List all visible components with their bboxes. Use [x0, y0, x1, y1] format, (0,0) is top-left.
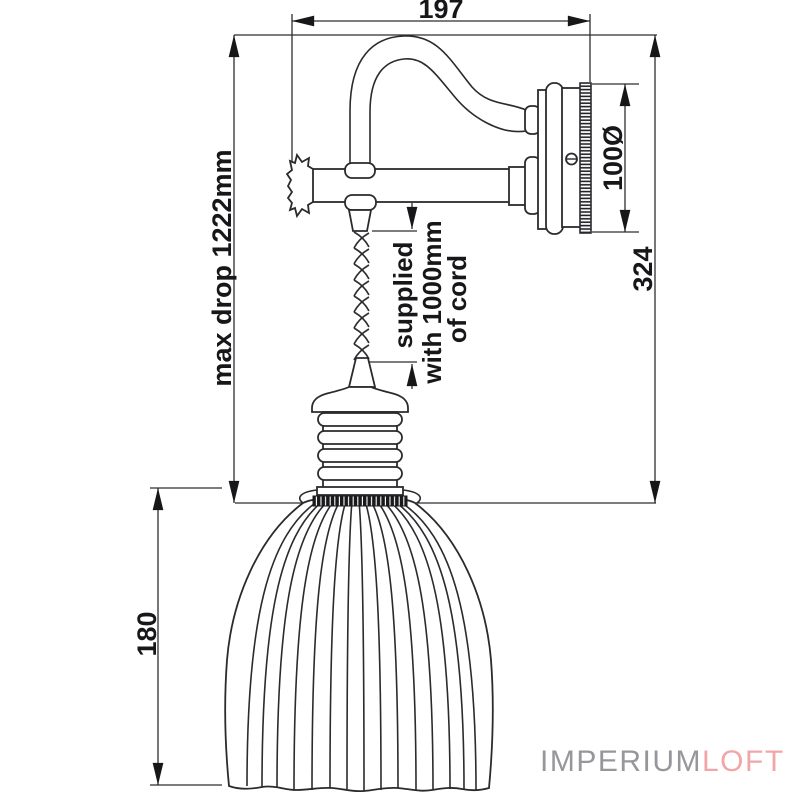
holder-rib-1: [317, 412, 403, 427]
shade-rib: [329, 500, 347, 789]
shade-rib: [388, 500, 451, 790]
shade-rib: [370, 500, 399, 789]
shade-shoulder-left: [299, 489, 318, 504]
shade-rib: [246, 500, 319, 787]
shade-rib: [393, 500, 465, 790]
arm-finial: [285, 152, 314, 219]
shade-rib: [382, 500, 434, 791]
shade-rib: [261, 500, 324, 788]
shade-rib: [398, 500, 477, 791]
cord-note-line1: supplied: [388, 242, 418, 349]
twisted-cord-strand-b: [353, 232, 370, 361]
shade-rib: [293, 500, 335, 791]
twisted-cord-strand-a: [353, 231, 370, 360]
shade-rib: [364, 500, 382, 791]
backplate-torus-ring: [545, 82, 564, 235]
backplate-knurled-edge: [579, 82, 592, 234]
shade-knurled-ring: [312, 495, 408, 507]
shade-silhouette: [224, 495, 494, 793]
shade-shoulder-right: [402, 489, 421, 504]
dimension-cord-note: supplied with 1000mm of cord: [367, 203, 472, 389]
holder-cap: [311, 386, 409, 413]
holder-entry-cone: [347, 357, 377, 388]
dimension-label-max-drop: max drop 1222mm: [207, 149, 237, 386]
cord-note-line3: of cord: [442, 255, 472, 343]
cord-note-line2: with 1000mm: [417, 220, 447, 384]
wall-lamp-drawing: [224, 35, 592, 793]
cord-grip-cone: [347, 209, 373, 232]
watermark-accent: LOFT: [702, 745, 785, 778]
watermark-primary: IMPERIUM: [540, 745, 702, 778]
shade-rib: [346, 500, 353, 790]
holder-flange: [316, 486, 404, 496]
dimension-label-180: 180: [132, 611, 162, 656]
holder-rib-2: [317, 430, 403, 445]
arm-wall-adapter: [508, 166, 527, 206]
dimension-180: 180: [132, 487, 222, 786]
shade-rib: [276, 500, 329, 789]
dimension-197: 197: [291, 0, 591, 170]
horizontal-arm: [310, 168, 514, 203]
holder-rib-4: [317, 466, 403, 481]
swan-neck-inner-line: [369, 58, 527, 165]
arm-collar-bottom: [344, 194, 377, 211]
shade-rib: [311, 500, 341, 791]
cord-assembly: [344, 162, 377, 388]
watermark: IMPERIUMLOFT: [540, 745, 785, 778]
dimension-label-100: 100Ø: [598, 125, 628, 191]
shade: [224, 489, 494, 793]
dimension-max-drop: max drop 1222mm: [207, 35, 240, 503]
dimension-100-diameter: 100Ø: [592, 83, 639, 233]
shade-rib: [376, 500, 417, 791]
wall-mount: [508, 82, 592, 235]
arm-collar-top: [344, 162, 376, 179]
dimension-label-324: 324: [628, 246, 658, 291]
shade-rib: [358, 500, 365, 792]
swan-neck-outer-line: [349, 35, 527, 165]
lamp-holder: [311, 386, 409, 496]
dimension-324: 324: [628, 35, 661, 503]
swan-neck-arm: [349, 35, 527, 165]
dimension-label-197: 197: [418, 0, 463, 24]
holder-rib-3: [317, 448, 403, 463]
